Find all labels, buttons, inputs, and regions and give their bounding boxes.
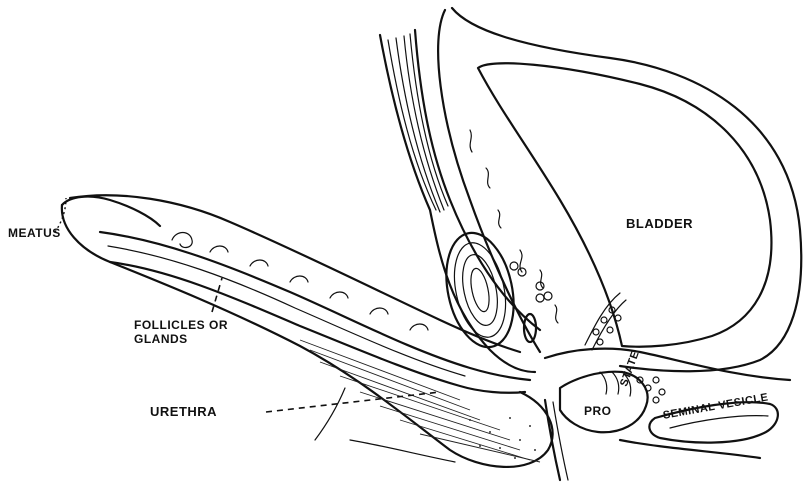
- spongy-tissue: [300, 340, 540, 462]
- label-follicles-line2: GLANDS: [134, 332, 188, 346]
- prostate: [560, 372, 648, 433]
- urethral-canal-top: [100, 232, 530, 380]
- follicles: [172, 233, 428, 331]
- glans: [62, 197, 160, 226]
- label-prostate-pro: PRO: [584, 404, 612, 418]
- label-meatus: MEATUS: [8, 226, 61, 240]
- label-follicles-line1: FOLLICLES OR: [134, 318, 228, 332]
- label-urethra: URETHRA: [150, 404, 217, 419]
- label-bladder: BLADDER: [626, 216, 693, 231]
- bladder-base: [545, 349, 790, 380]
- symphysis-oval: [437, 227, 524, 354]
- bladder-inner-cavity: [478, 63, 771, 346]
- pubic-muscle-outline-inner: [415, 30, 540, 330]
